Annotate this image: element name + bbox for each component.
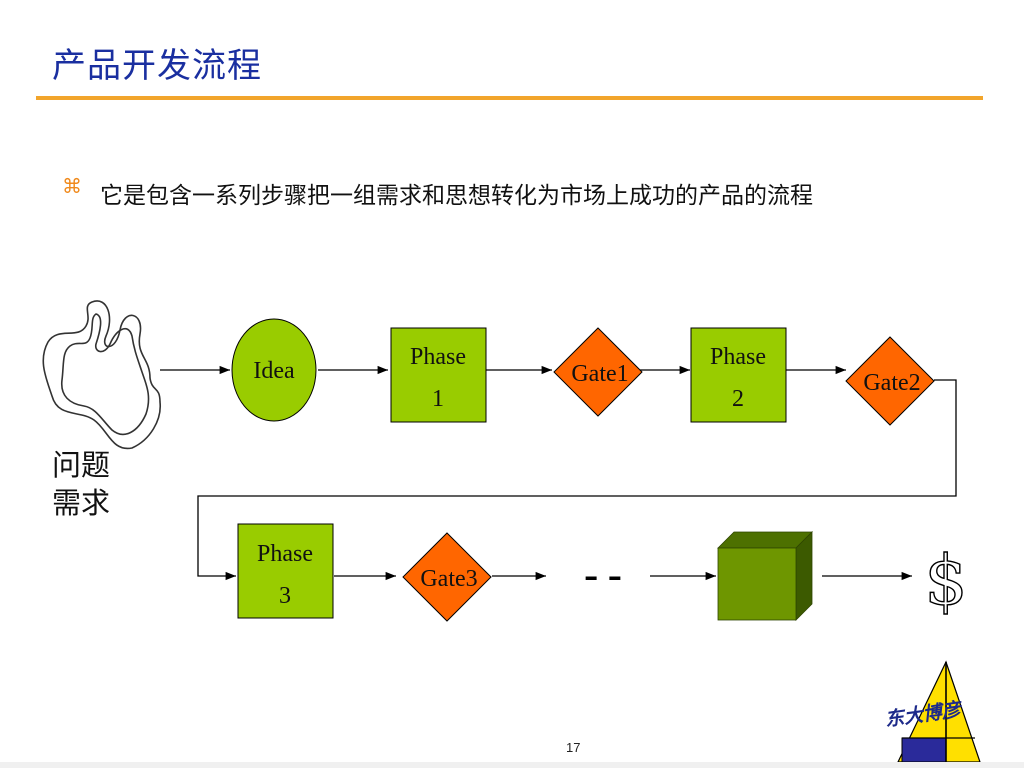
needs-label: 需求 [52, 486, 111, 520]
problem-cloud-icon [42, 300, 161, 450]
phase2-node: Phase 2 [690, 327, 787, 423]
phase1-node: Phase 1 [390, 327, 487, 423]
bullet-text: 它是包含一系列步骤把一组需求和思想转化为市场上成功的产品的流程 [100, 183, 813, 209]
gate3-node: Gate3 [402, 532, 492, 622]
page-number: 17 [566, 740, 581, 755]
company-logo: 东大博彦 [884, 660, 981, 763]
dollar-icon: $ [924, 542, 967, 621]
command-icon: ⌘ [62, 174, 82, 198]
title-divider [36, 96, 983, 100]
problem-needs-label: 问题 需求 [52, 446, 110, 522]
slide-title: 产品开发流程 [52, 46, 262, 86]
phase2-label-line1: Phase [710, 344, 766, 370]
idea-label: Idea [253, 358, 295, 384]
footer-bar [0, 762, 1024, 768]
connector-gate2-phase3 [197, 379, 957, 581]
idea-node: Idea [231, 318, 317, 422]
phase3-label-line1: Phase [257, 541, 313, 567]
gate3-label: Gate3 [420, 566, 477, 592]
phase3-node: Phase 3 [237, 523, 334, 619]
gate1-node: Gate1 [553, 327, 643, 417]
phase2-label-line2: 2 [732, 386, 744, 412]
gate1-label: Gate1 [571, 361, 628, 387]
phase1-label-line1: Phase [410, 344, 466, 370]
product-cube-icon [717, 531, 813, 621]
gate2-label: Gate2 [863, 370, 920, 396]
ellipsis-dashes: – – [584, 560, 622, 593]
gate2-node: Gate2 [845, 336, 935, 426]
problem-label: 问题 [52, 448, 111, 482]
phase3-label-line2: 3 [279, 583, 291, 609]
phase1-label-line2: 1 [432, 386, 444, 412]
